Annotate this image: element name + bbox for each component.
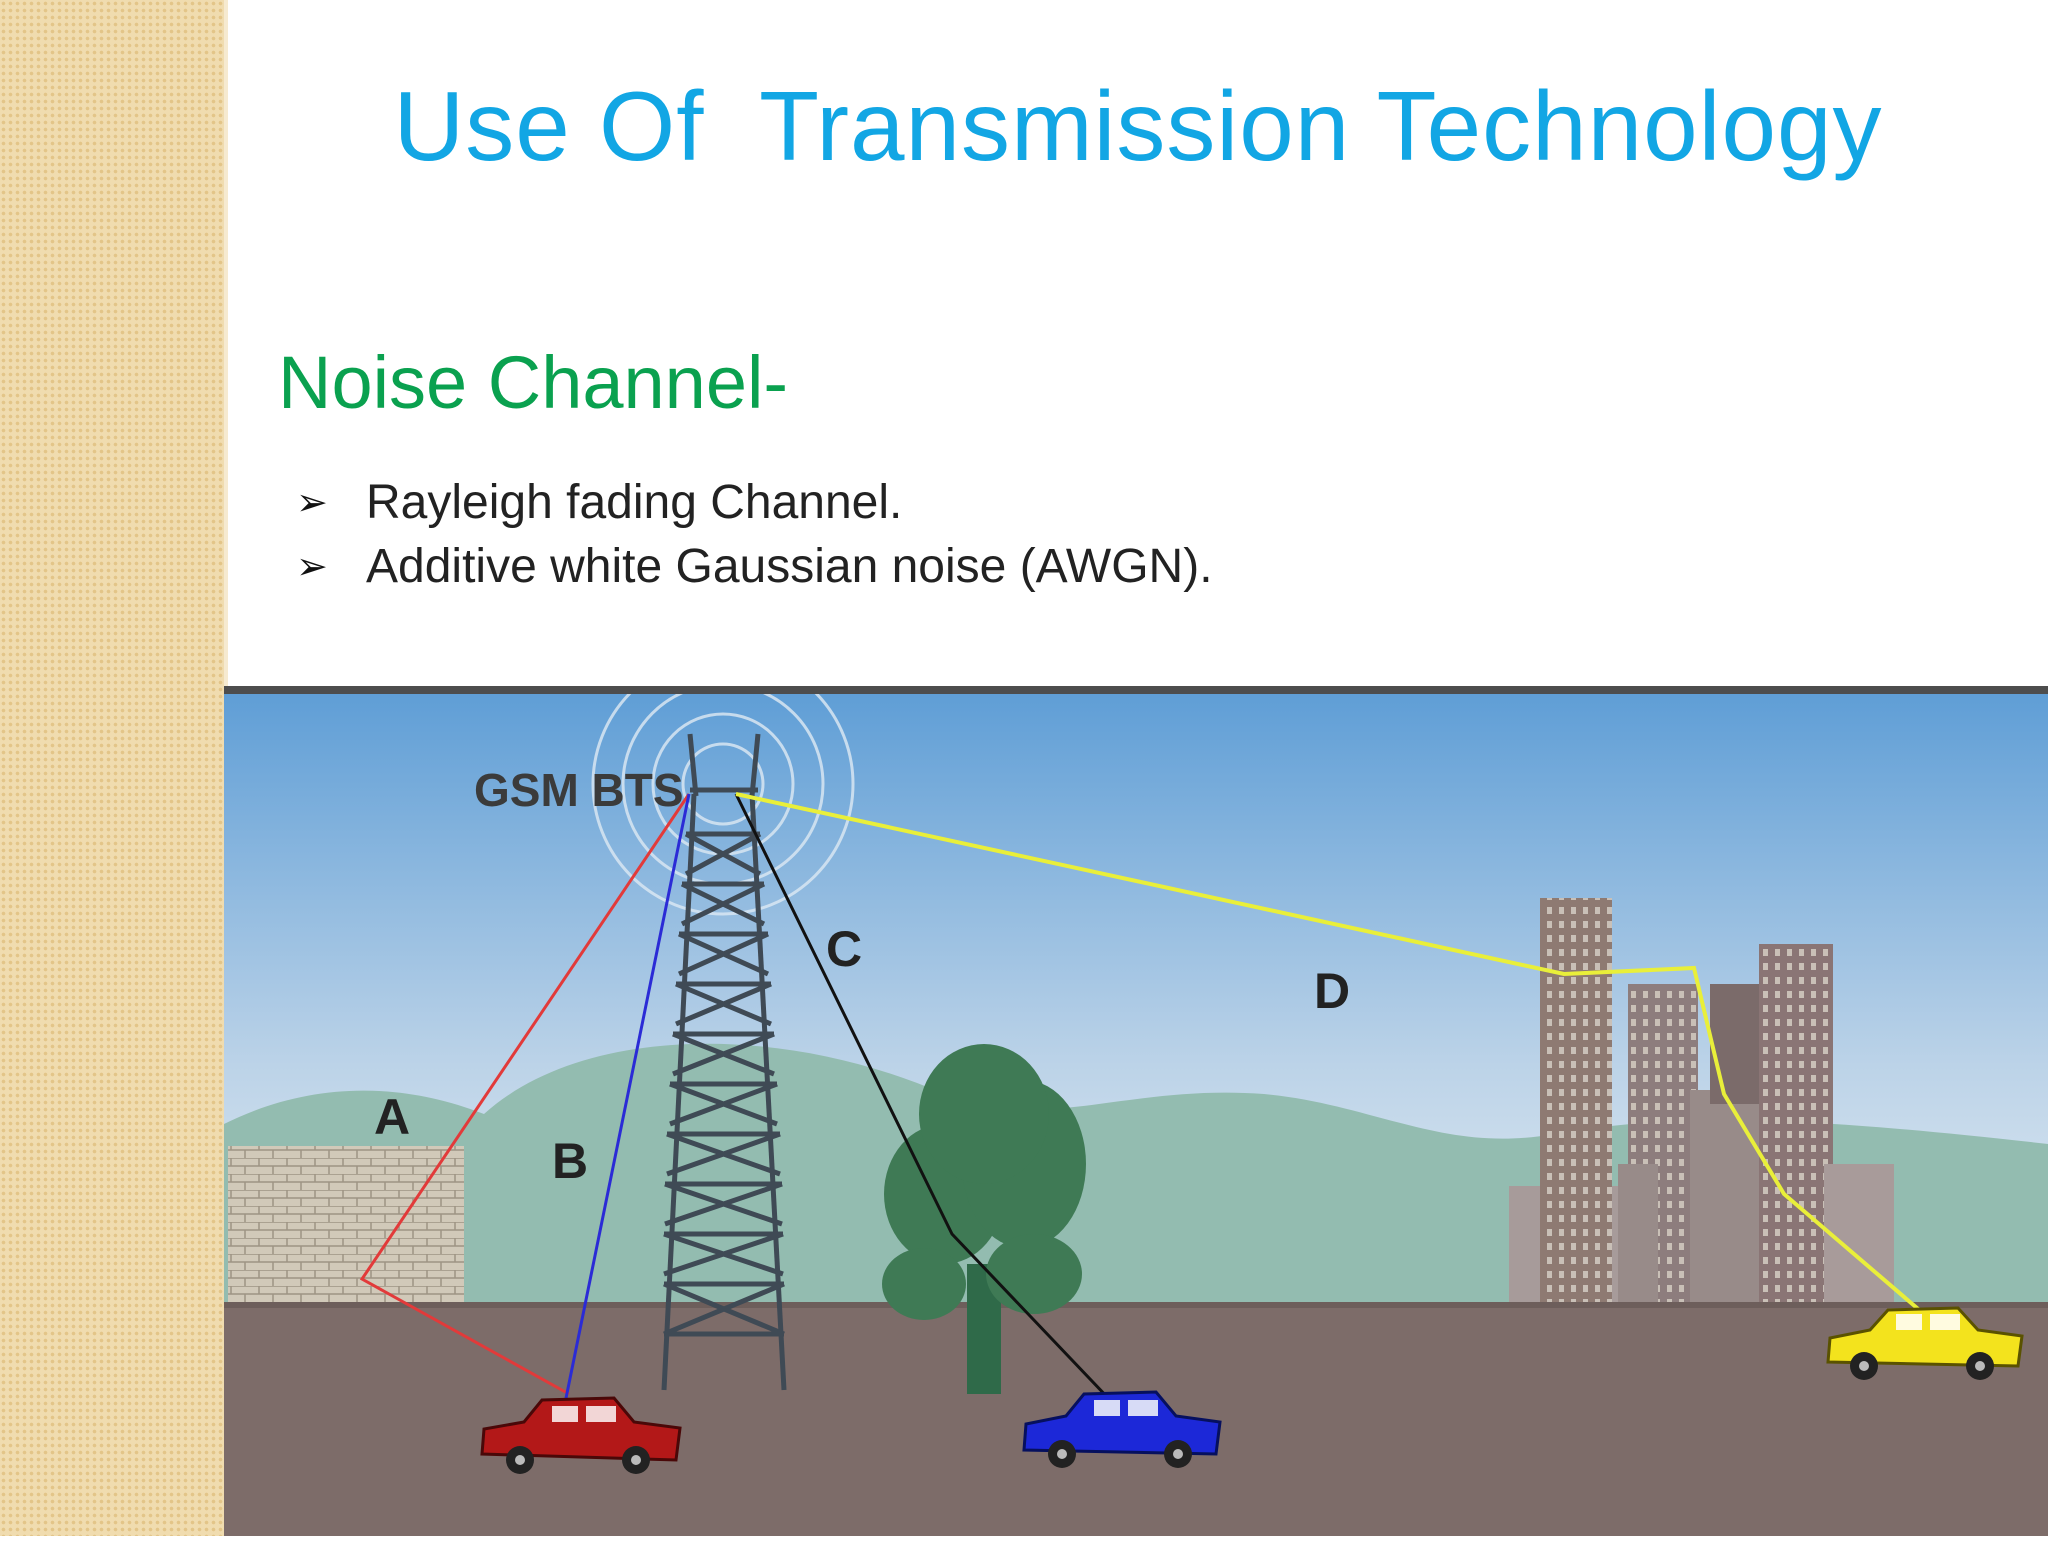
bullet-text: Rayleigh fading Channel. [366,475,903,529]
path-label-a: A [374,1089,410,1145]
bullet-list: ➢ Rayleigh fading Channel. ➢ Additive wh… [296,470,1213,598]
brick-wall [228,1146,464,1316]
transmission-diagram: GSM BTS A B C D [224,652,2048,1536]
blue-car [1022,1390,1222,1468]
bullet-item: ➢ Rayleigh fading Channel. [296,470,1213,534]
arrow-bullet-icon: ➢ [296,545,328,588]
arrow-bullet-icon: ➢ [296,481,328,524]
path-b-line [562,793,691,1409]
red-car [480,1396,682,1474]
decorative-side-strip [0,0,227,1536]
tree [882,1044,1086,1394]
path-label-d: D [1314,963,1350,1019]
gsm-tower [661,733,787,1391]
diagram-svg: GSM BTS A B C D [224,652,2048,1536]
path-d-line [735,792,1926,1316]
tower-label: GSM BTS [474,764,684,816]
path-c-line [734,793,1112,1402]
path-a-line [359,793,691,1396]
city-buildings [1509,898,1894,1316]
bullet-text: Additive white Gaussian noise (AWGN). [366,539,1213,593]
yellow-car [1826,1306,2024,1380]
path-label-b: B [552,1133,588,1189]
bullet-item: ➢ Additive white Gaussian noise (AWGN). [296,534,1213,598]
slide-title: Use Of Transmission Technology [393,71,1883,181]
slide-subtitle: Noise Channel- [278,341,789,424]
path-label-c: C [826,921,862,977]
